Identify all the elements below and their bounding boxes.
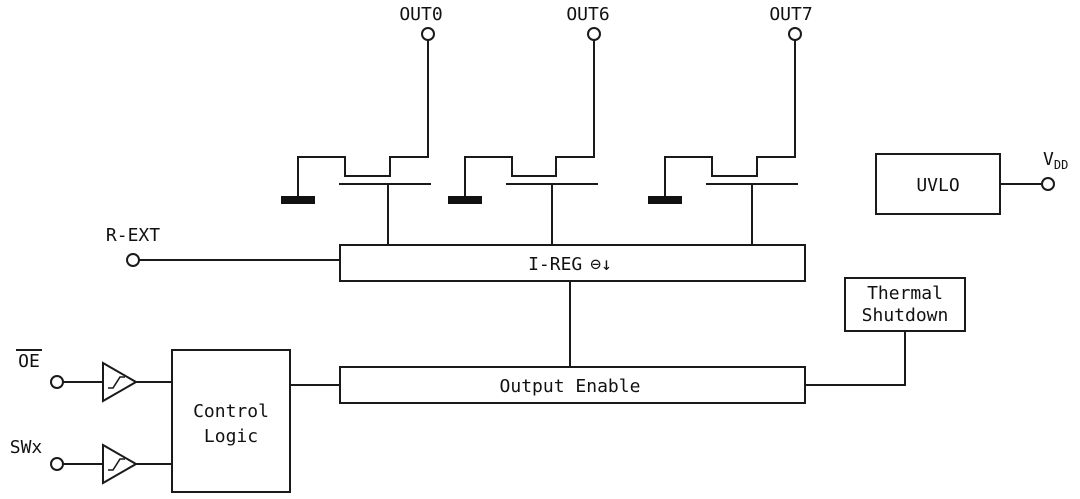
uvlo-block: UVLO VDD xyxy=(875,149,1068,215)
output-enable-label: Output Enable xyxy=(500,376,641,397)
out7-label: OUT7 xyxy=(769,4,812,25)
out6-label: OUT6 xyxy=(566,4,609,25)
uvlo-label: UVLO xyxy=(916,175,959,196)
rext-label: R-EXT xyxy=(106,225,160,246)
oe-terminal xyxy=(50,375,64,389)
output-pin-out0: OUT0 xyxy=(399,4,443,158)
vdd-label: VDD xyxy=(1043,149,1068,172)
current-set-icon: ⊖↓ xyxy=(590,254,612,275)
schmitt-buffer-swx-icon xyxy=(102,443,139,485)
out6-terminal xyxy=(587,27,601,41)
oe-input: OE xyxy=(16,349,173,403)
gnd-bar-6 xyxy=(448,196,482,204)
ireg-block: I-REG ⊖↓ xyxy=(339,244,806,368)
control-logic-block: Control Logic xyxy=(171,349,341,493)
vdd-terminal xyxy=(1041,177,1055,191)
rext-terminal xyxy=(126,253,140,267)
output-enable-block: Output Enable xyxy=(339,330,906,404)
hysteresis-icon-swx xyxy=(108,458,125,471)
vdd-sub-text: DD xyxy=(1054,158,1068,172)
ireg-label: I-REG ⊖↓ xyxy=(528,254,612,275)
swx-terminal xyxy=(50,457,64,471)
thermal-label-line1: Thermal xyxy=(867,283,943,304)
swx-label: SWx xyxy=(10,437,43,458)
gnd-bar-0 xyxy=(281,196,315,204)
out0-label: OUT0 xyxy=(399,4,442,25)
mosfet7-source xyxy=(664,156,713,198)
mosfet-out0 xyxy=(281,156,431,246)
gnd-bar-7 xyxy=(648,196,682,204)
output-pin-out7: OUT7 xyxy=(769,4,813,158)
mosfet7-drain xyxy=(756,156,796,177)
oe-label: OE xyxy=(18,351,40,372)
output-pin-out6: OUT6 xyxy=(566,4,610,158)
control-logic-box xyxy=(171,349,291,493)
output-enable-to-thermal-wire xyxy=(804,330,906,386)
out0-terminal xyxy=(421,27,435,41)
swx-input: SWx xyxy=(10,437,173,485)
control-logic-label-line1: Control xyxy=(193,401,269,422)
vdd-main-text: V xyxy=(1043,149,1054,170)
ireg-box xyxy=(339,244,806,282)
mosfet0-drain xyxy=(389,156,429,177)
mosfet6-drain xyxy=(555,156,595,177)
rext-input: R-EXT xyxy=(106,225,341,267)
ireg-text: I-REG xyxy=(528,254,582,275)
thermal-shutdown-box xyxy=(844,277,966,332)
thermal-shutdown-block: Thermal Shutdown xyxy=(844,277,966,332)
control-logic-label-line2: Logic xyxy=(204,426,258,447)
out7-terminal xyxy=(788,27,802,41)
schmitt-buffer-oe-icon xyxy=(102,361,139,403)
mosfet6-source xyxy=(464,156,513,198)
mosfet-out6 xyxy=(448,156,598,246)
hysteresis-icon-oe xyxy=(108,376,125,389)
mosfet-out7 xyxy=(648,156,798,246)
thermal-label-line2: Shutdown xyxy=(862,305,949,326)
mosfet0-source xyxy=(297,156,346,198)
